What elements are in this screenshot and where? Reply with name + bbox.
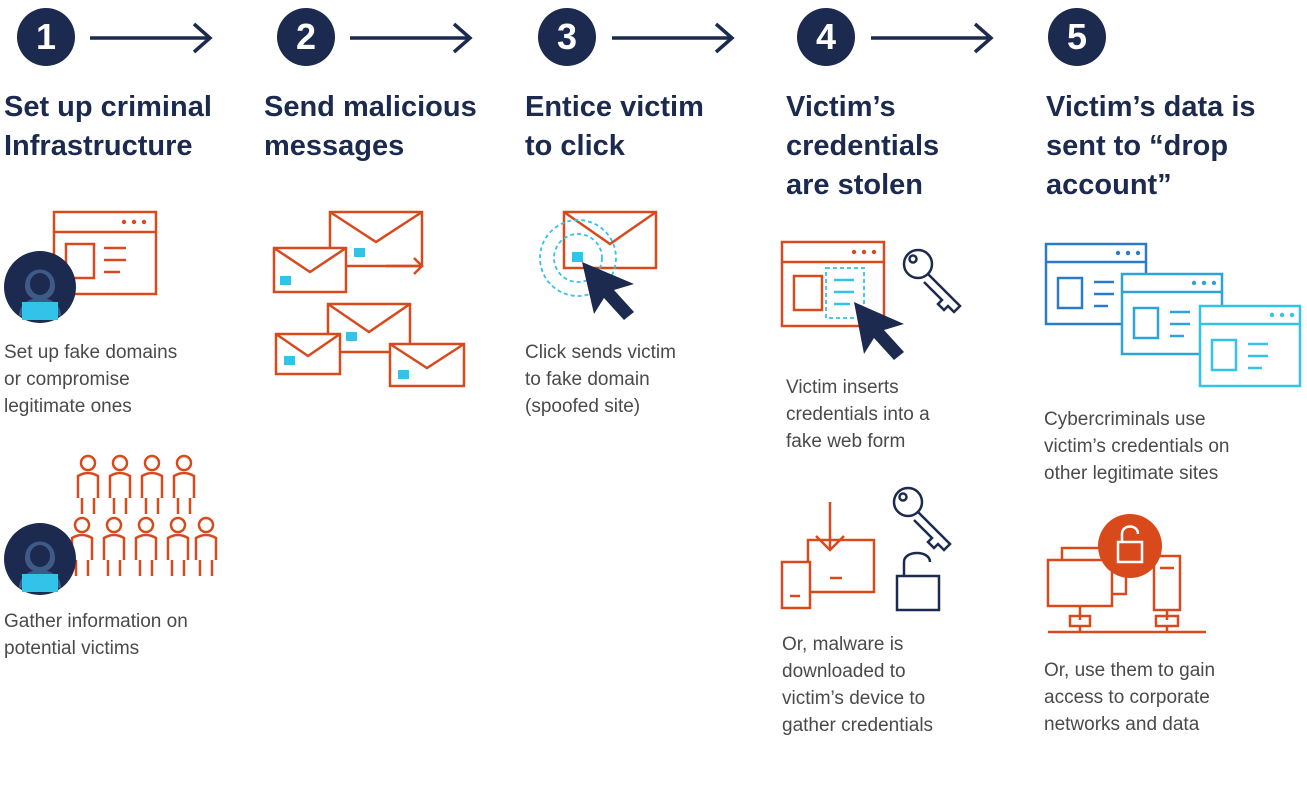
step-1-badge: 1 xyxy=(17,8,75,66)
hacker-avatar-icon xyxy=(4,523,76,595)
crowd-icon xyxy=(70,454,218,576)
step-4-badge: 4 xyxy=(797,8,855,66)
arrow-right-icon xyxy=(871,22,994,54)
click-cursor-icon xyxy=(539,210,658,320)
network-computers-icon xyxy=(1046,514,1206,634)
browser-windows-icon xyxy=(1044,242,1302,388)
fake-web-form-icon xyxy=(780,240,904,360)
step-5-badge: 5 xyxy=(1048,8,1106,66)
download-device-icon xyxy=(780,502,876,610)
arrow-right-icon xyxy=(90,22,213,54)
browser-window-icon xyxy=(52,210,158,296)
step-2-badge: 2 xyxy=(277,8,335,66)
key-icon xyxy=(892,486,952,552)
arrow-right-icon xyxy=(612,22,735,54)
envelopes-icon xyxy=(272,210,466,388)
hacker-avatar-icon xyxy=(4,251,76,323)
padlock-icon xyxy=(895,551,941,612)
key-icon xyxy=(902,248,962,314)
step-3-badge: 3 xyxy=(538,8,596,66)
arrow-right-icon xyxy=(350,22,473,54)
